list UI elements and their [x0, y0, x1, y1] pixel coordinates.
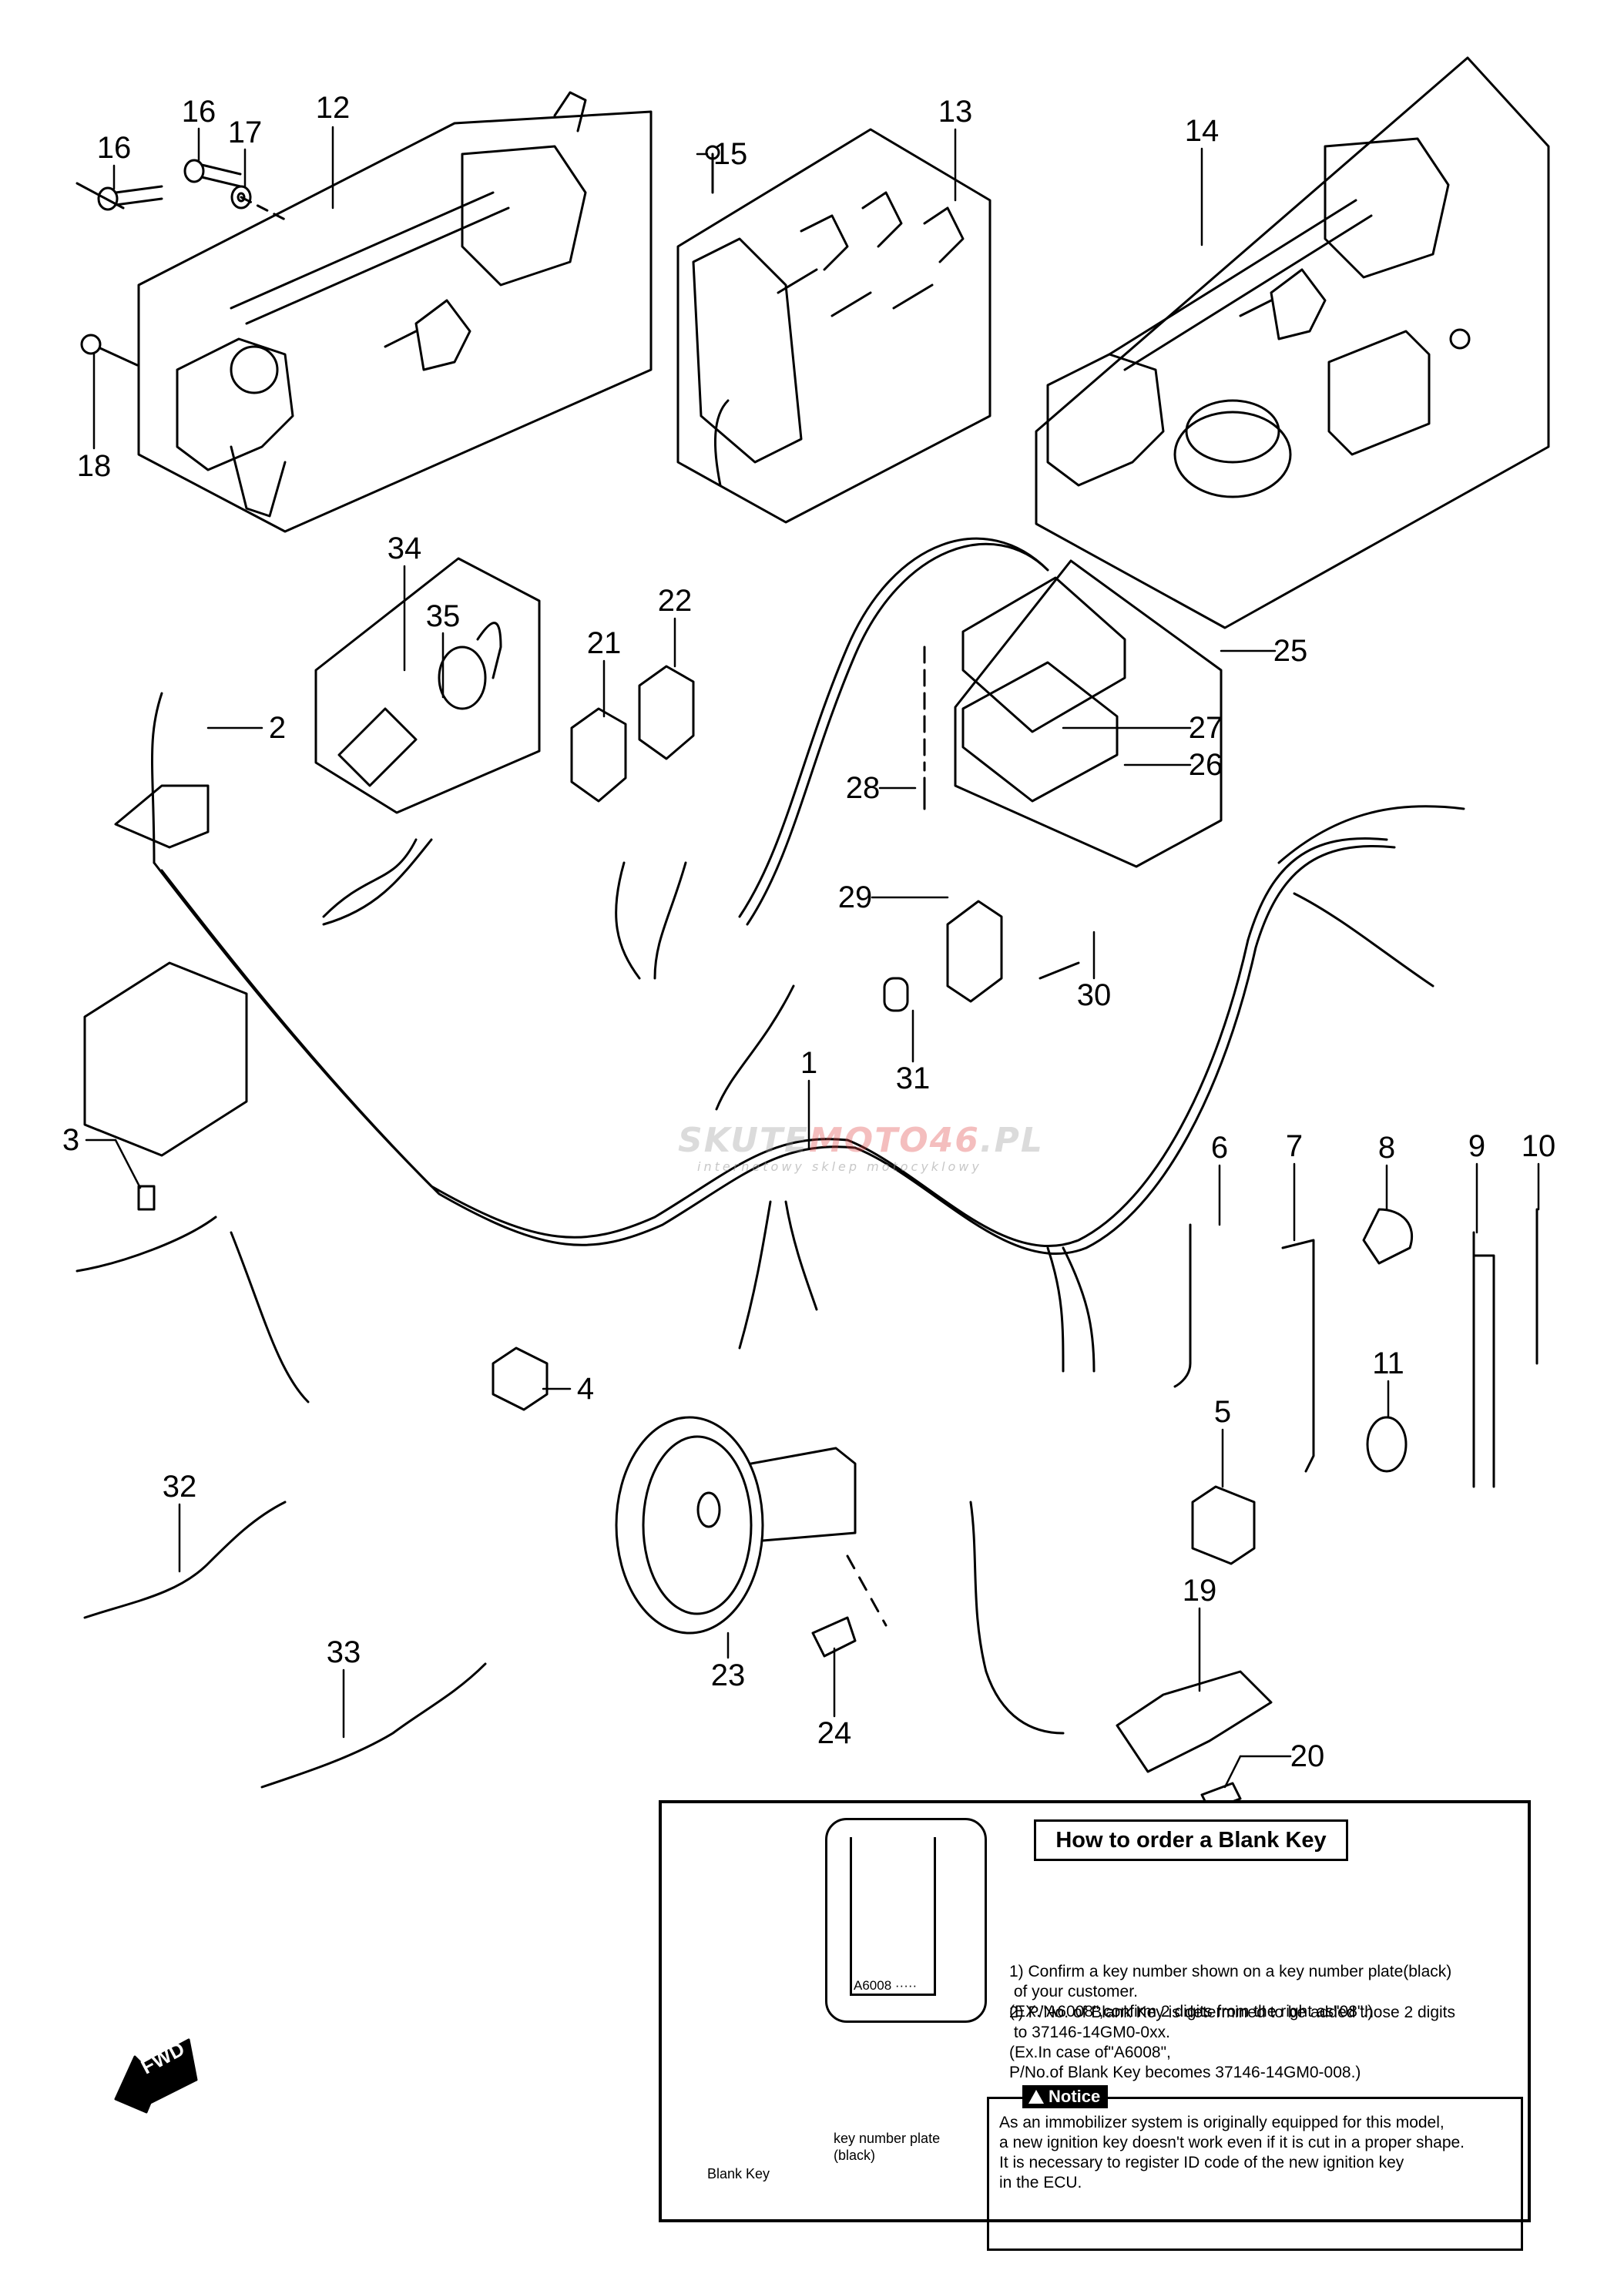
callout-17: 17	[227, 116, 263, 149]
watermark: SKUTEMOTO46.PL	[678, 1121, 1044, 1160]
notice-box	[987, 2097, 1523, 2251]
watermark-brand-c: .PL	[979, 1121, 1044, 1160]
key-number-text: A6008 ·····	[854, 1978, 918, 1993]
callout-10: 10	[1521, 1129, 1556, 1163]
callout-25: 25	[1273, 634, 1308, 668]
callout-31: 31	[895, 1061, 931, 1095]
leader-lines	[85, 126, 1540, 1789]
sub-harness-32	[83, 1501, 287, 1619]
blank-key-label: Blank Key	[707, 2166, 770, 2181]
callout-22: 22	[657, 584, 693, 618]
callout-16: 16	[96, 131, 132, 165]
clamp-11	[1366, 1416, 1408, 1473]
callout-23: 23	[710, 1658, 746, 1692]
ecu-kit-25	[738, 537, 1223, 926]
wiring-harness-1	[75, 692, 1465, 1403]
callout-4: 4	[576, 1372, 595, 1406]
callout-28: 28	[845, 771, 881, 805]
callout-12: 12	[315, 91, 351, 125]
callout-15: 15	[713, 137, 748, 171]
callout-14: 14	[1184, 114, 1220, 148]
sub-harness-33	[260, 1662, 487, 1789]
clamp-5	[1191, 1485, 1256, 1565]
callout-33: 33	[326, 1635, 361, 1669]
lock-set-12	[137, 91, 653, 533]
callout-2: 2	[268, 711, 287, 745]
callout-1: 1	[800, 1046, 818, 1080]
notice-tag: Notice	[1022, 2085, 1109, 2108]
spacer-31	[883, 977, 909, 1012]
clamp-8	[1362, 1208, 1414, 1265]
fuse-3	[137, 1185, 156, 1211]
watermark-tagline: internetowy sklep motocyklowy	[697, 1159, 982, 1174]
callout-35: 35	[425, 599, 461, 633]
callout-8: 8	[1377, 1131, 1396, 1165]
watermark-brand-b: MOTO46	[809, 1121, 980, 1160]
washer-17	[230, 185, 252, 210]
callout-34: 34	[387, 532, 422, 565]
socket-kit-34	[314, 557, 541, 814]
callout-24: 24	[817, 1716, 852, 1750]
notice-label: Notice	[1049, 2087, 1101, 2106]
key-plate-callout-bubble	[825, 1818, 987, 2023]
instruction-step-1: 1) Confirm a key number shown on a key n…	[1009, 1963, 1452, 2020]
ignition-coupler-2	[114, 784, 210, 849]
callout-26: 26	[1188, 748, 1223, 782]
key-number-plate	[850, 1837, 936, 1996]
lock-set-14	[1035, 56, 1550, 629]
callout-11: 11	[1372, 1346, 1404, 1380]
callout-29: 29	[837, 880, 873, 914]
callout-5: 5	[1213, 1395, 1232, 1429]
fuse-box	[83, 961, 248, 1157]
callout-19: 19	[1182, 1574, 1217, 1608]
instruction-step-2: 2) P/No. of Blank Key is determined to b…	[1009, 2004, 1456, 2081]
callout-18: 18	[76, 449, 112, 483]
horn-23	[615, 1416, 764, 1635]
clamp-7	[1281, 1239, 1315, 1473]
callout-6: 6	[1210, 1131, 1229, 1165]
callout-30: 30	[1076, 978, 1112, 1012]
callout-32: 32	[162, 1470, 197, 1504]
callout-13: 13	[938, 95, 973, 129]
callout-27: 27	[1188, 711, 1223, 745]
fwd-arrow-icon	[114, 2038, 198, 2114]
bolt-16a	[97, 186, 119, 211]
clamp-6	[1173, 1223, 1192, 1388]
warning-icon	[1028, 2090, 1044, 2104]
relay-21	[570, 707, 627, 803]
callout-21: 21	[586, 626, 622, 660]
relay-4	[492, 1346, 549, 1411]
callout-20: 20	[1290, 1739, 1325, 1773]
watermark-brand-a: SKUTE	[678, 1121, 810, 1160]
notice-text: As an immobilizer system is originally e…	[999, 2114, 1465, 2191]
relay-22	[638, 665, 695, 760]
bolt-16b	[183, 159, 205, 183]
callout-9: 9	[1468, 1129, 1486, 1163]
callout-7: 7	[1285, 1129, 1304, 1163]
callout-3: 3	[62, 1123, 80, 1157]
lock-set-13	[676, 128, 992, 524]
key-plate-label: key number plate (black)	[834, 2131, 941, 2163]
bolt-30	[1038, 961, 1080, 980]
blank-key-title: How to order a Blank Key	[1034, 1819, 1348, 1861]
nut-18	[80, 334, 102, 355]
bolt-24	[811, 1616, 857, 1658]
switch-19	[1116, 1670, 1273, 1773]
blank-key-info-box	[659, 1800, 1531, 2222]
switch-29	[946, 900, 1003, 1003]
callout-16: 16	[181, 95, 216, 129]
